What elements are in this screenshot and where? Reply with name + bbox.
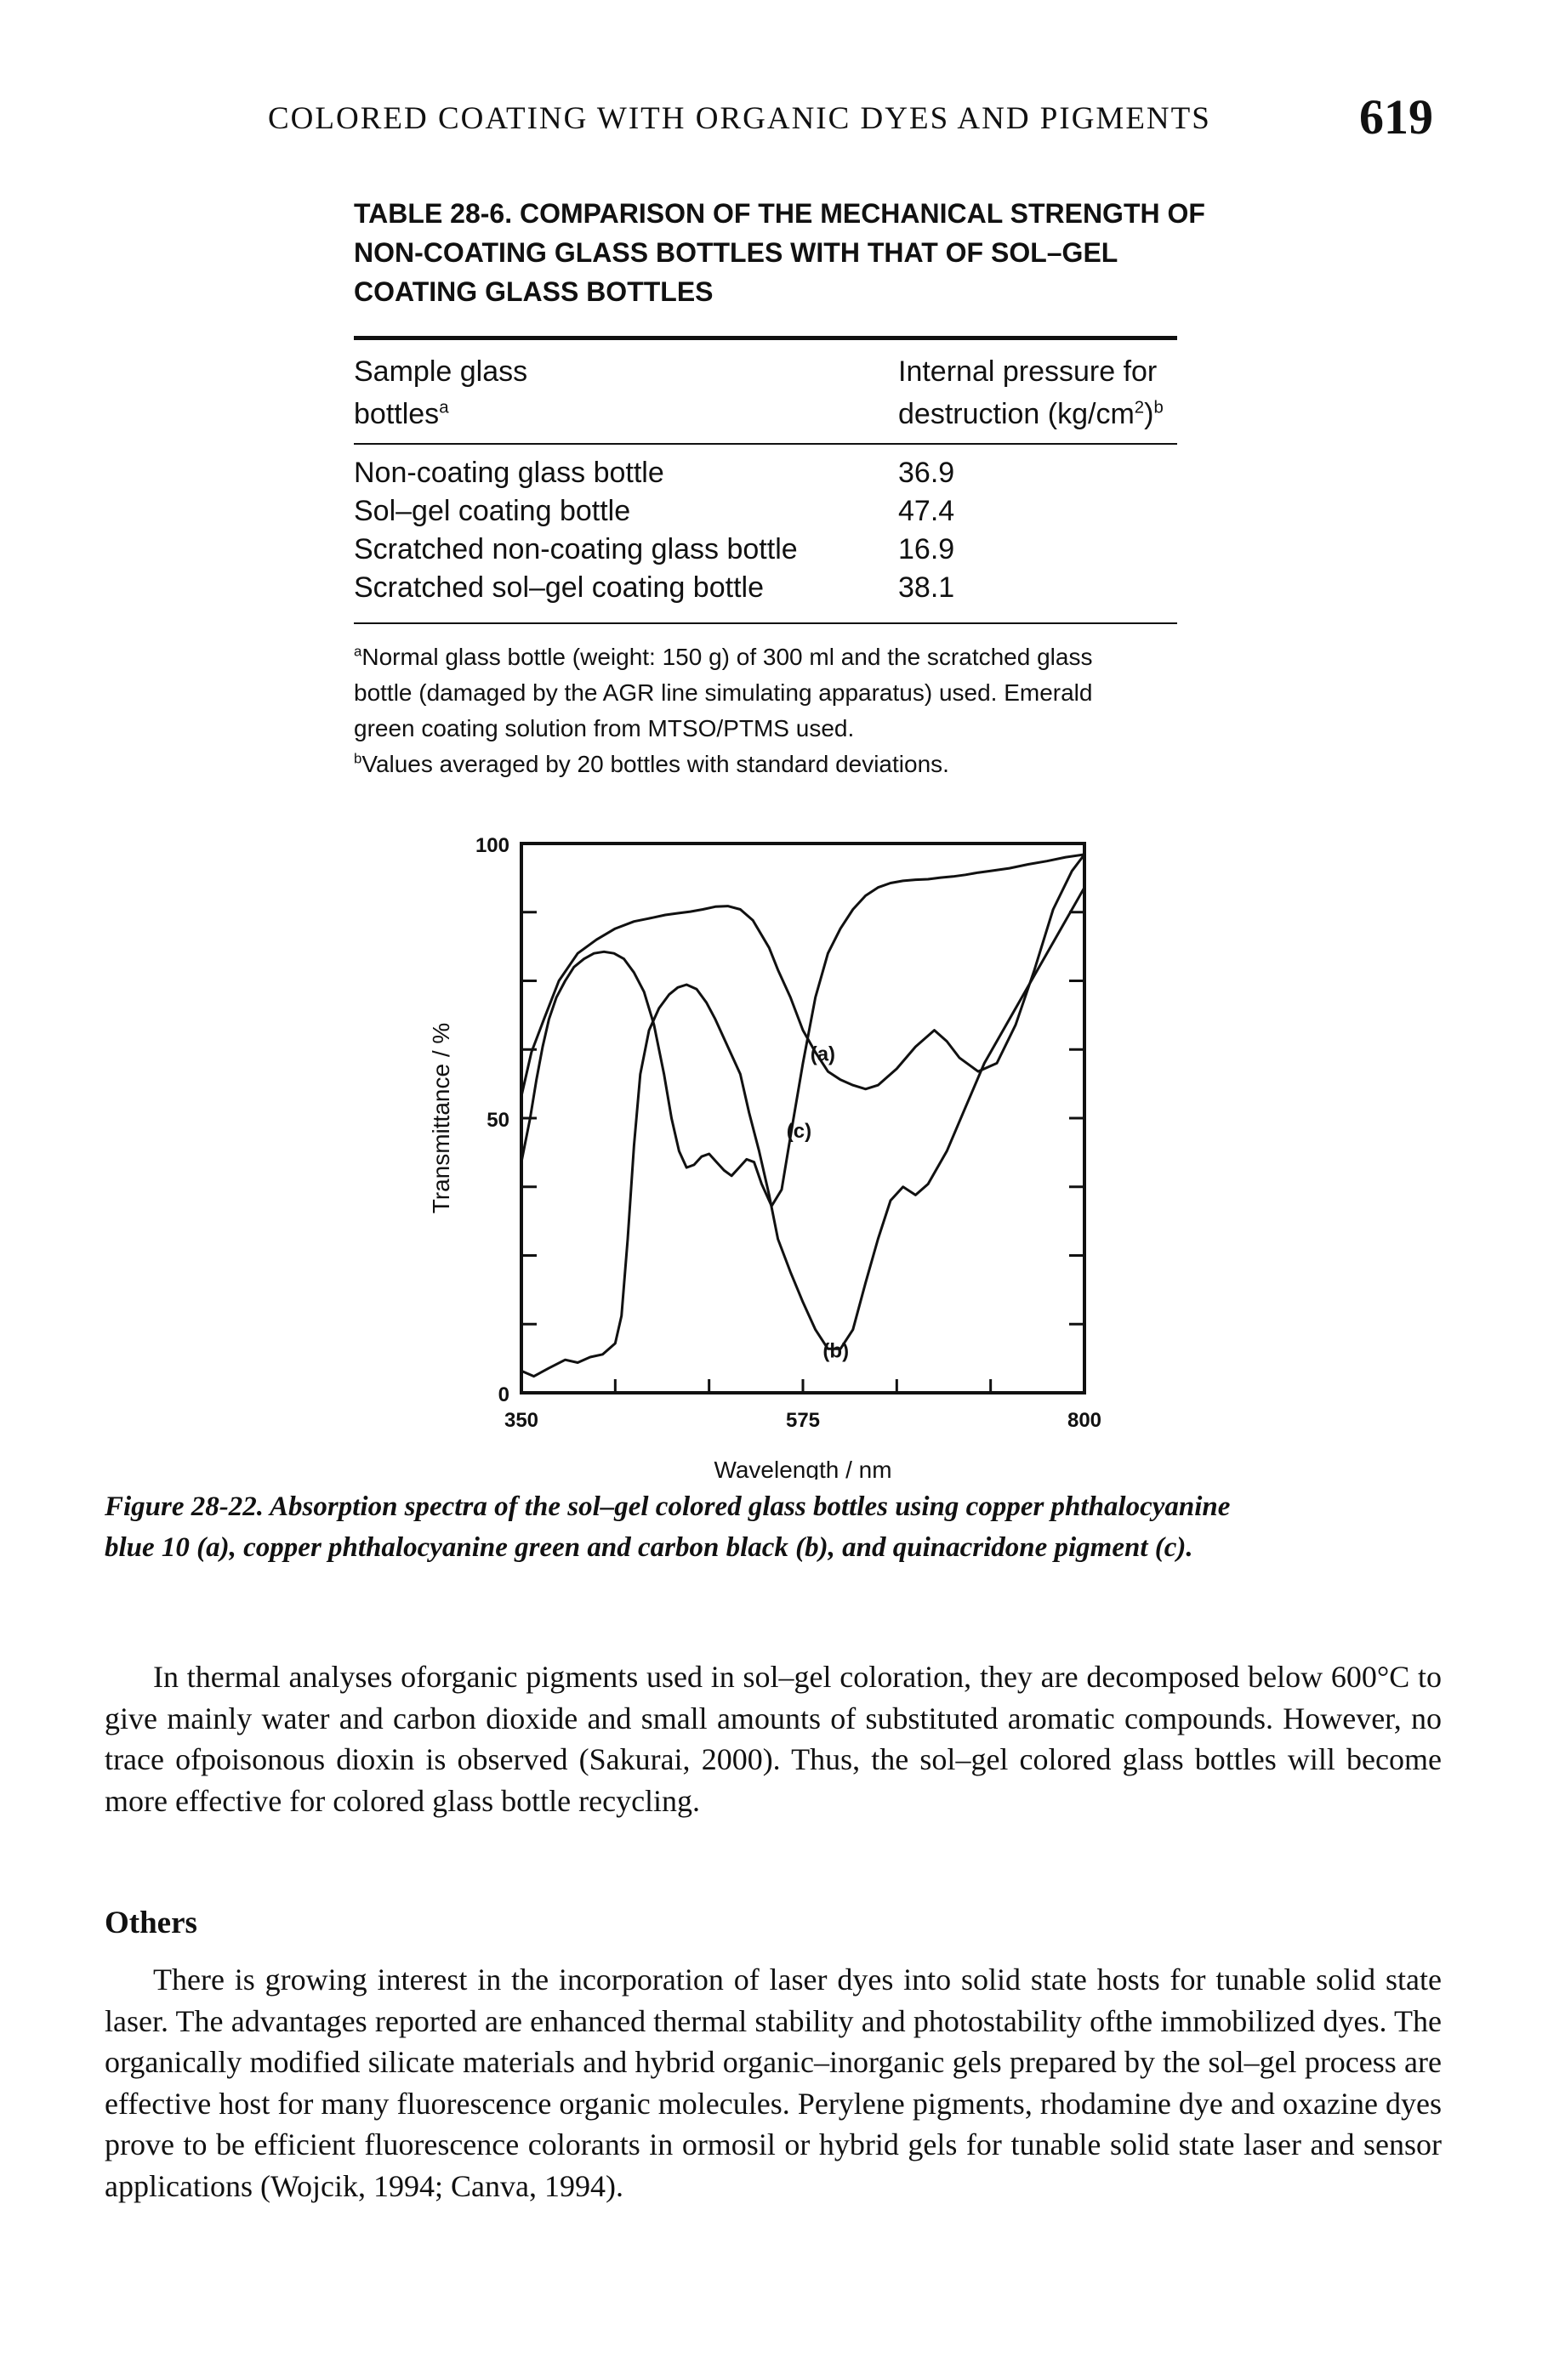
cell-pressure: 36.9 — [898, 457, 955, 489]
footnote-mark: a — [439, 398, 449, 417]
figure-caption: Figure 28-22. Absorption spectra of the … — [105, 1486, 1448, 1568]
table-bottom-rule — [354, 622, 1177, 624]
footnote-b: bValues averaged by 20 bottles with stan… — [354, 747, 1187, 782]
header-text: Sample glass — [354, 355, 528, 388]
table-top-rule — [354, 336, 1177, 340]
series-line — [520, 853, 1085, 1207]
series-line — [521, 886, 1086, 1378]
header-text: destruction (kg/cm — [898, 398, 1135, 430]
cell-sample: Sol–gel coating bottle — [354, 495, 631, 527]
footnote-text: Normal glass bottle (weight: 150 g) of 3… — [361, 644, 1093, 670]
table-row: Scratched non-coating glass bottle 16.9 — [354, 531, 1177, 569]
footnote-mark: b — [354, 750, 362, 767]
footnote-mark: b — [1153, 398, 1164, 417]
cell-sample: Scratched sol–gel coating bottle — [354, 571, 764, 604]
table-row: Non-coating glass bottle 36.9 — [354, 454, 1177, 492]
footnote-text: green coating solution from MTSO/PTMS us… — [354, 715, 855, 741]
series-label: (b) — [822, 1339, 849, 1362]
table-caption-line: NON-COATING GLASS BOTTLES WITH THAT OF S… — [354, 237, 1118, 268]
table-footnotes: aNormal glass bottle (weight: 150 g) of … — [354, 639, 1187, 782]
footnote-text: Values averaged by 20 bottles with stand… — [361, 751, 949, 777]
cell-sample: Non-coating glass bottle — [354, 457, 664, 489]
x-tick-label: 350 — [504, 1409, 538, 1432]
x-tick-label: 800 — [1067, 1409, 1101, 1432]
header-text: Internal pressure for — [898, 355, 1158, 388]
superscript: 2 — [1134, 398, 1145, 417]
table-caption: TABLE 28-6. COMPARISON OF THE MECHANICAL… — [354, 194, 1205, 311]
series-label: (c) — [787, 1120, 811, 1143]
figure-caption-line: blue 10 (a), copper phthalocyanine green… — [105, 1532, 1193, 1563]
table-caption-line: TABLE 28-6. COMPARISON OF THE MECHANICAL… — [354, 198, 1205, 229]
x-tick-label: 575 — [786, 1409, 820, 1432]
table-header-sample: Sample glass bottlesa — [354, 350, 527, 435]
footnote-a: aNormal glass bottle (weight: 150 g) of … — [354, 639, 1187, 675]
y-axis-label: Transmittance / % — [428, 1023, 454, 1214]
y-tick-label: 100 — [475, 834, 509, 857]
header-text: ) — [1144, 398, 1154, 430]
table-row: Scratched sol–gel coating bottle 38.1 — [354, 569, 1177, 607]
table-caption-line: COATING GLASS BOTTLES — [354, 276, 714, 307]
y-tick-label: 50 — [487, 1109, 509, 1132]
page-number: 619 — [1359, 89, 1433, 145]
footnote-mark: a — [354, 643, 362, 660]
table-header-rule — [354, 443, 1177, 445]
table-header-pressure: Internal pressure for destruction (kg/cm… — [898, 350, 1164, 435]
cell-sample: Scratched non-coating glass bottle — [354, 533, 798, 565]
figure-caption-line: Figure 28-22. Absorption spectra of the … — [105, 1491, 1231, 1522]
cell-pressure: 16.9 — [898, 533, 955, 565]
plot-frame — [520, 842, 1086, 1394]
header-text: bottles — [354, 398, 440, 430]
series-line — [520, 853, 1086, 1097]
section-heading: Others — [105, 1906, 197, 1940]
table-row: Sol–gel coating bottle 47.4 — [354, 492, 1177, 531]
table-body: Non-coating glass bottle 36.9 Sol–gel co… — [354, 454, 1177, 607]
x-axis-label: Wavelength / nm — [714, 1457, 891, 1480]
cell-pressure: 47.4 — [898, 495, 955, 527]
footnote-text: bottle (damaged by the AGR line simulati… — [354, 679, 1093, 706]
cell-pressure: 38.1 — [898, 571, 955, 604]
body-paragraph: There is growing interest in the incorpo… — [105, 1963, 1442, 2203]
running-head: COLORED COATING WITH ORGANIC DYES AND PI… — [268, 101, 1211, 136]
body-paragraph: In thermal analyses oforganic pigments u… — [105, 1660, 1442, 1818]
series-label: (a) — [811, 1042, 835, 1065]
y-tick-label: 0 — [498, 1383, 509, 1406]
